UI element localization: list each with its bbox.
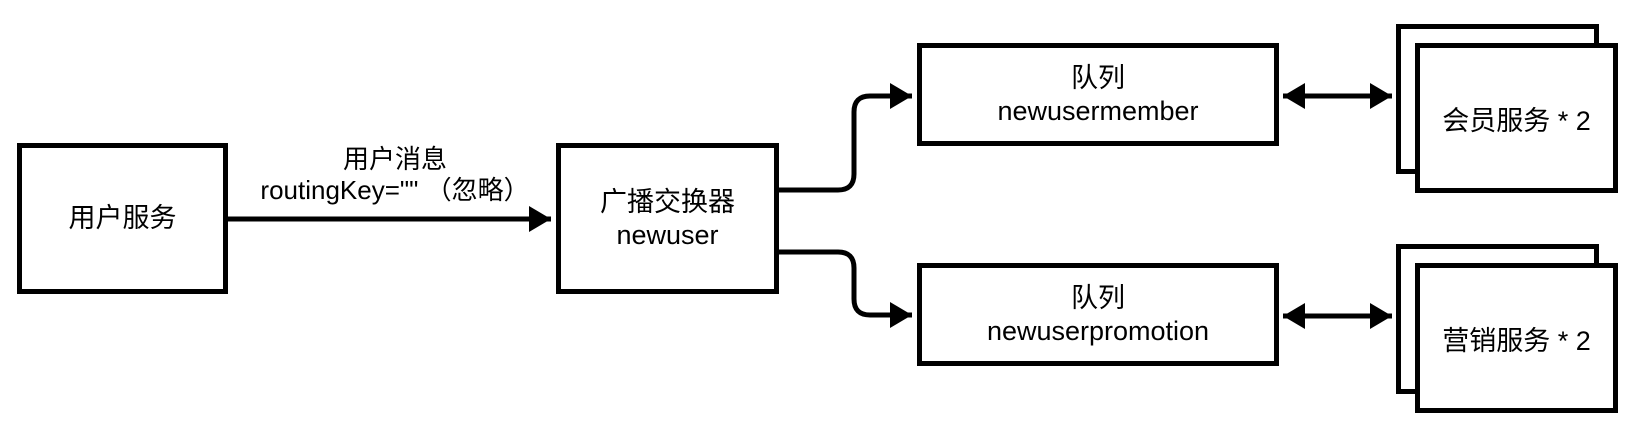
node-member-service: 会员服务 * 2 [1415,43,1618,193]
fanout-connector-promotion [779,249,912,328]
node-fanout-exchange-label: 广播交换器 [600,186,735,217]
node-user-service: 用户服务 [17,143,228,294]
node-queue-newuserpromotion-label: 队列 [1071,282,1125,313]
node-queue-newusermember-label: 队列 [1071,62,1125,93]
publish-edge-label-line2: routingKey="" （忽略） [260,175,530,205]
node-queue-newuserpromotion-name: newuserpromotion [986,315,1210,346]
node-fanout-exchange-name: newuser [616,219,719,250]
node-member-service-label: 会员服务 * 2 [1442,105,1591,136]
publish-edge-label-line1: 用户消息 [342,144,447,174]
node-fanout-exchange: 广播交换器 newuser [556,143,779,294]
fanout-connector-member [779,83,912,193]
node-queue-newuserpromotion: 队列 newuserpromotion [917,263,1279,366]
node-queue-newusermember-name: newusermember [997,95,1199,126]
publish-edge-label: 用户消息 routingKey="" （忽略） [230,144,560,206]
node-promotion-service-label: 营销服务 * 2 [1442,325,1591,356]
node-promotion-service: 营销服务 * 2 [1415,263,1618,413]
node-queue-newusermember: 队列 newusermember [917,43,1279,146]
node-user-service-label: 用户服务 [68,203,177,233]
